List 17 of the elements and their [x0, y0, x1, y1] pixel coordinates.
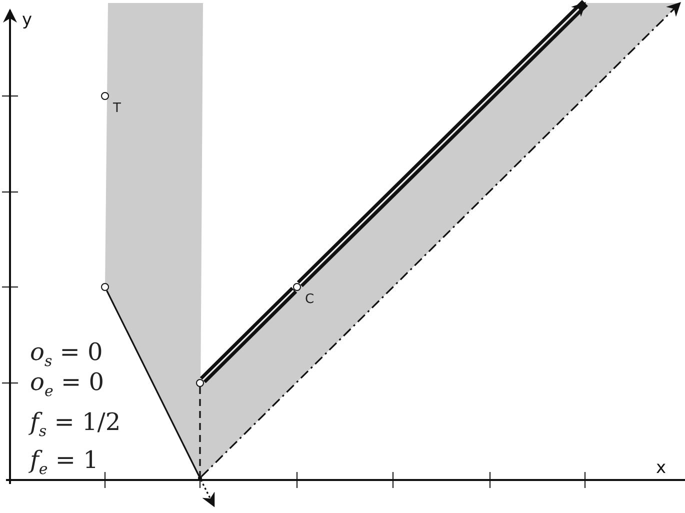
double-line	[296, 0, 588, 288]
connector-line	[106, 290, 200, 477]
point-circle	[101, 92, 109, 100]
point-circle	[293, 283, 301, 291]
vertex-point	[198, 476, 202, 480]
dashed-line	[200, 479, 215, 508]
formula: o$_{s}$ = 0	[30, 340, 103, 369]
axis-label: y	[22, 12, 32, 29]
formula: f$_{s}$ = 1/2	[30, 410, 121, 439]
point-label: T	[113, 102, 121, 115]
point-circle	[101, 283, 109, 291]
double-line	[199, 286, 298, 384]
point-label: C	[305, 293, 314, 306]
dashed-line	[199, 387, 201, 476]
axis-label: x	[656, 460, 666, 477]
formula: o$_{e}$ = 0	[30, 370, 104, 399]
formula: f$_{e}$ = 1	[30, 448, 98, 477]
